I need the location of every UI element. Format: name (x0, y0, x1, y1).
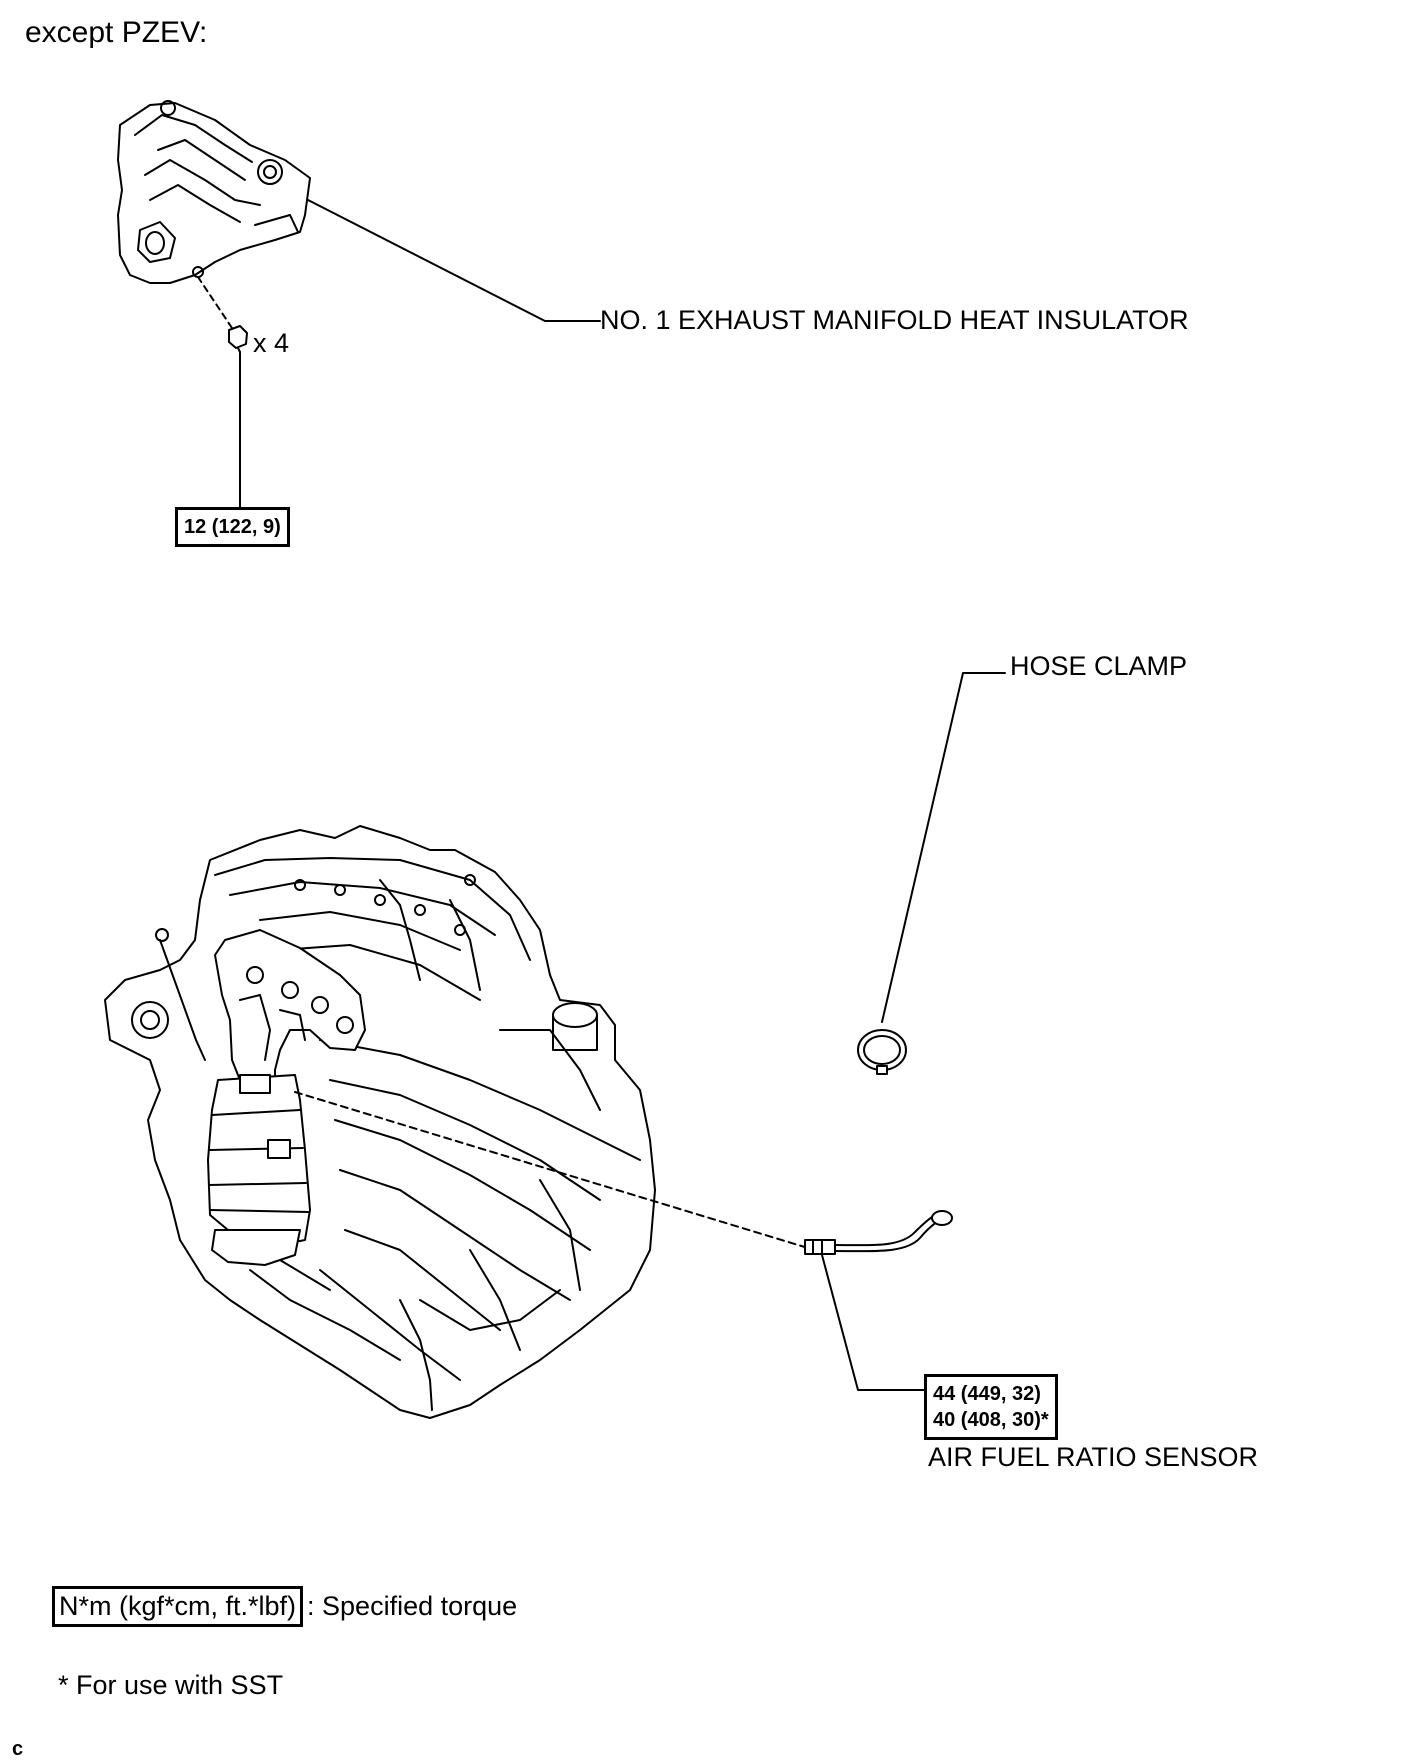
hose-clamp-shape (857, 1029, 907, 1075)
torque-legend: N*m (kgf*cm, ft.*lbf) : Specified torque (52, 1586, 517, 1627)
page-title: except PZEV: (25, 16, 208, 49)
torque-unit-box: N*m (kgf*cm, ft.*lbf) (52, 1586, 304, 1627)
sst-footnote: * For use with SST (58, 1670, 284, 1700)
af-sensor-torque-value-2: 40 (408, 30)* (933, 1409, 1049, 1431)
bolt-shape (228, 325, 248, 353)
af-sensor-label: AIR FUEL RATIO SENSOR (928, 1442, 1259, 1472)
insulator-torque-box: 12 (122, 9) (175, 507, 290, 547)
bolt-quantity-label: x 4 (253, 328, 290, 358)
af-sensor-shape (804, 1210, 953, 1255)
hose-clamp-label: HOSE CLAMP (1010, 651, 1188, 681)
engine-assembly-shape (104, 825, 656, 1419)
heat-insulator-shape (117, 100, 311, 284)
corner-mark: c (12, 1738, 24, 1760)
heat-insulator-label: NO. 1 EXHAUST MANIFOLD HEAT INSULATOR (600, 305, 1189, 335)
af-sensor-torque-value-1: 44 (449, 32) (933, 1383, 1041, 1405)
af-sensor-torque-box: 44 (449, 32) 40 (408, 30)* (924, 1374, 1058, 1440)
torque-legend-desc: : Specified torque (307, 1591, 518, 1621)
insulator-torque-value: 12 (122, 9) (184, 516, 281, 538)
exhaust-manifold-shape (207, 929, 366, 1266)
